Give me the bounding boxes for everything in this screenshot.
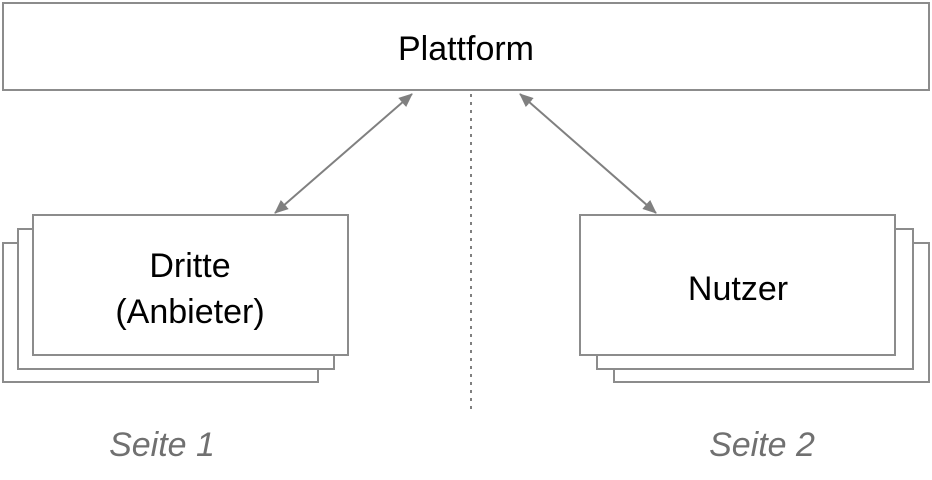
platform-label: Plattform	[398, 30, 534, 68]
third-party-label-line1: Dritte	[149, 247, 230, 285]
third-party-box	[32, 214, 349, 356]
platform-box	[2, 2, 930, 91]
platform-node: Plattform	[2, 2, 930, 91]
third-party-node: Dritte (Anbieter)	[2, 214, 349, 383]
third-party-label-line2: (Anbieter)	[115, 293, 264, 331]
arrow-third-party-platform	[274, 93, 413, 214]
users-box	[579, 214, 896, 356]
side-label-left: Seite 1	[109, 426, 215, 464]
users-node: Nutzer	[579, 214, 930, 383]
users-label: Nutzer	[688, 270, 788, 308]
side-label-right: Seite 2	[709, 426, 815, 464]
arrow-users-platform	[519, 93, 657, 214]
